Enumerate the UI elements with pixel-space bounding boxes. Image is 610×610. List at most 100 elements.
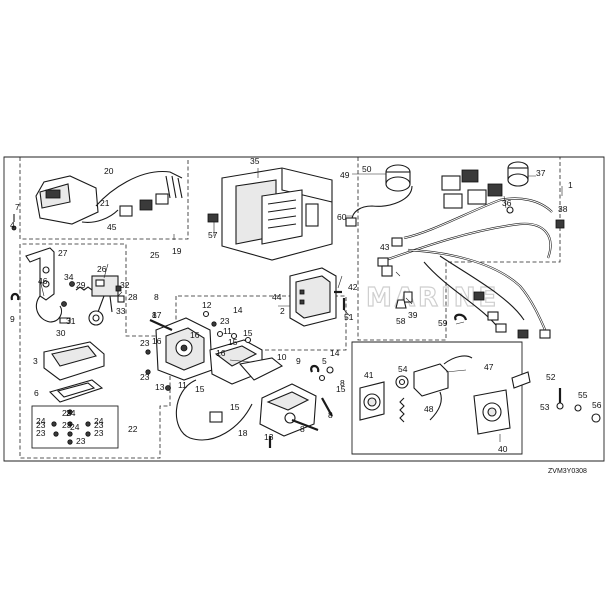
- clip-4: [11, 225, 17, 231]
- clip-58: [395, 299, 407, 309]
- lever-assembly-10: [155, 317, 284, 385]
- switch-panel-outline: [351, 341, 523, 455]
- part-number-label: 34: [64, 272, 74, 282]
- part-number-label: 7: [15, 202, 20, 212]
- part-number-label: 24: [70, 422, 80, 432]
- part-number-label: 22: [128, 424, 138, 434]
- part-number-label: 32: [120, 280, 130, 290]
- part-number-label: 15: [336, 384, 346, 394]
- main-harness-1: [377, 169, 553, 339]
- plate-40: [473, 389, 511, 435]
- bolt-8-b: [291, 418, 319, 432]
- part-number-label: 15: [230, 402, 240, 412]
- control-unit-44: [289, 267, 337, 327]
- part-28: [117, 295, 125, 303]
- part-5: [318, 374, 326, 382]
- bracket-35: [221, 167, 333, 261]
- nut-56: [591, 413, 601, 423]
- washer-30: [59, 317, 71, 324]
- spring-29: [75, 286, 93, 291]
- collar-14: [326, 366, 334, 374]
- part-number-label: 2: [280, 306, 285, 316]
- grommet-39: [403, 291, 413, 303]
- part-number-label: 3: [33, 356, 38, 366]
- part-number-label: 14: [233, 305, 243, 315]
- nut-23-c: [145, 369, 151, 375]
- remote-control-box: [35, 175, 99, 225]
- screw-34: [69, 281, 75, 287]
- part-number-label: 31: [66, 316, 76, 326]
- part-number-label: 42: [348, 282, 358, 292]
- cord-48: [399, 397, 405, 423]
- pin-11: [230, 332, 238, 340]
- part-number-label: 8: [340, 378, 345, 388]
- part-number-label: 13: [264, 432, 274, 442]
- part-number-label: 1: [568, 180, 573, 190]
- part-number-label: 41: [364, 370, 374, 380]
- screw-31: [61, 301, 67, 307]
- part-number-label: 8: [154, 292, 159, 302]
- part-number-label: 23: [140, 338, 150, 348]
- part-number-label: 21: [100, 198, 110, 208]
- clip-9-left: [10, 292, 20, 301]
- washer-55: [574, 404, 582, 412]
- part-number-label: 16: [216, 348, 226, 358]
- screw-set-22: [31, 405, 119, 449]
- part-number-label: 26: [97, 264, 107, 274]
- leader-lines: [39, 168, 563, 442]
- part-number-label: 17: [152, 310, 162, 320]
- part-number-label: 23: [36, 428, 46, 438]
- part-number-label: 8: [152, 310, 157, 320]
- bracket-switch: [511, 371, 531, 389]
- part-number-label: 24: [36, 416, 46, 426]
- part-number-label: 11: [223, 326, 232, 336]
- part-number-label: 46: [38, 276, 48, 286]
- bolt-13: [165, 385, 171, 391]
- part-number-label: 23: [36, 420, 46, 430]
- cap-50: [385, 164, 411, 192]
- nut-54-inner: [398, 378, 406, 386]
- part-number-label: 23: [140, 372, 150, 382]
- harness-49: [351, 185, 413, 221]
- part-number-label: 10: [277, 352, 287, 362]
- part-number-label: 15: [195, 384, 205, 394]
- washer-53: [556, 402, 564, 410]
- part-number-label: 11: [178, 380, 187, 390]
- wire-46: [35, 295, 63, 323]
- part-number-label: 38: [558, 204, 568, 214]
- part-number-label: 23: [94, 428, 104, 438]
- part-number-label: 51: [344, 312, 354, 322]
- part-number-label: 20: [104, 166, 114, 176]
- part-number-label: 13: [155, 382, 165, 392]
- part-number-label: 44: [272, 292, 282, 302]
- part-number-label: 45: [107, 222, 117, 232]
- part-number-label: 37: [536, 168, 546, 178]
- part-number-label: 6: [34, 388, 39, 398]
- cover-3: [43, 341, 105, 381]
- part-number-label: 52: [546, 372, 556, 382]
- plate-41: [359, 381, 385, 421]
- part-number-label: 8: [300, 424, 305, 434]
- part-number-label: 39: [408, 310, 418, 320]
- part-number-label: 36: [502, 198, 512, 208]
- bolt-8-a: [149, 318, 173, 332]
- part-number-label: 50: [362, 164, 372, 174]
- part-number-label: 24: [66, 408, 76, 418]
- part-number-label: 8: [328, 410, 333, 420]
- part-number-label: 27: [58, 248, 68, 258]
- part-number-label: 49: [340, 170, 350, 180]
- nut-23-a: [211, 321, 217, 327]
- part-number-label: 5: [322, 356, 327, 366]
- diagram-code: ZVM3Y0308: [548, 468, 587, 475]
- gasket-6-inner: [56, 382, 96, 398]
- part-number-label: 23: [94, 420, 104, 430]
- part-number-label: 12: [202, 300, 212, 310]
- spring-16: [216, 330, 224, 338]
- part-number-label: 43: [380, 242, 390, 252]
- nut-23-b: [145, 349, 151, 355]
- part-number-label: 33: [116, 306, 126, 316]
- bolt-8-c: [321, 397, 333, 417]
- part-number-label: 4: [10, 220, 15, 230]
- harness-15: [175, 379, 253, 441]
